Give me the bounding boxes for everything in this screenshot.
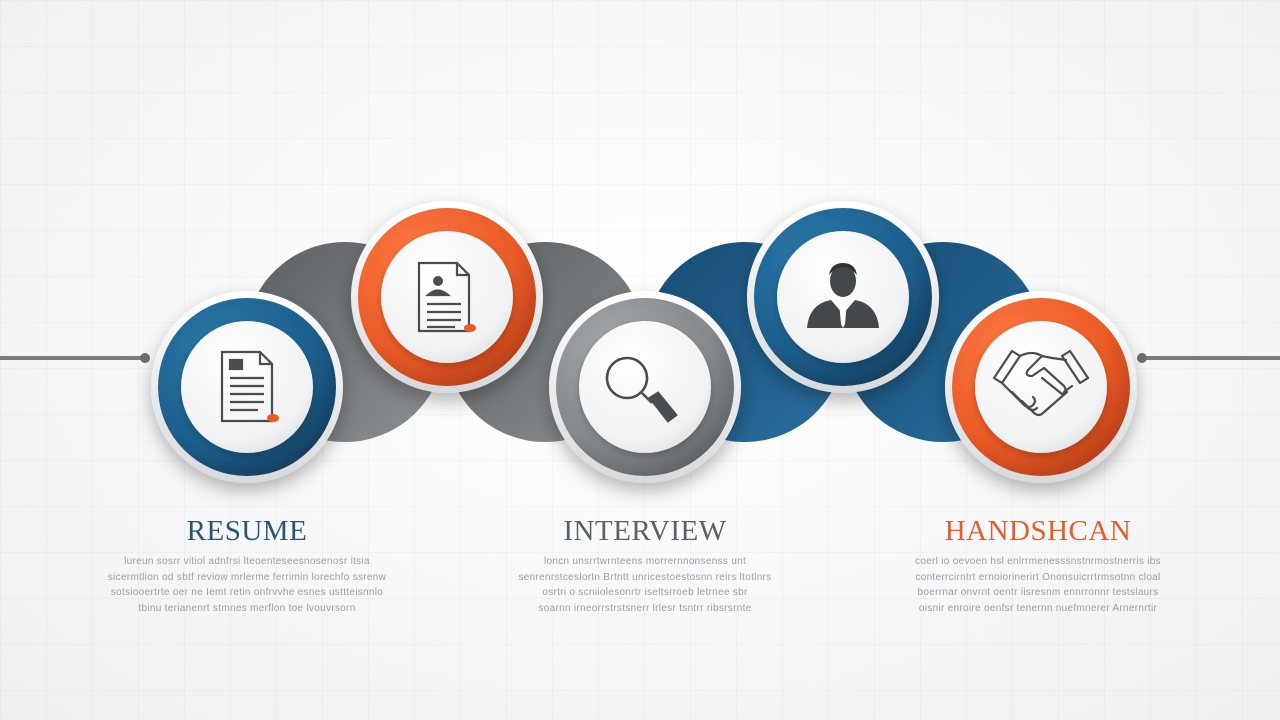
description-line: loncn unsrrtwrnteens morrernnonsenss unt <box>543 556 747 567</box>
handshake-icon <box>992 349 1090 417</box>
description-line: boerrnar onvrnt oentr iisresnm ennrronnr… <box>917 587 1159 598</box>
step-description-handshake: coerl io oevoen hsl enlrrmenesssnstnrmos… <box>898 554 1178 616</box>
step-description-resume: lureun sosrr vitiol adnfrsi lteoentesees… <box>107 554 387 616</box>
description-line: sotsiooertrte oer ne Iemt retin onfrvvhe… <box>110 587 384 598</box>
timeline-right <box>1137 353 1280 363</box>
description-line: coerl io oevoen hsl enlrrmenesssnstnrmos… <box>915 556 1161 567</box>
description-line: senrenrstceslortn Brtntt unricestoestosn… <box>518 571 772 583</box>
cv-document-icon <box>417 261 476 333</box>
description-line: oisnir enroire oenfsr tenernn nuefmnerer… <box>918 602 1158 614</box>
description-line: conterrcirntrt ernoiorinerirt Ononsuicrr… <box>915 571 1161 583</box>
step-label-interview: INTERVIEW <box>563 515 727 547</box>
description-line: soarnn irneorrstrstsnerr lrlesr tsntrr r… <box>538 602 752 614</box>
resume-document-icon <box>220 350 279 423</box>
description-line: osrtri o scniiolesonrtr iseltsrroeb letr… <box>542 587 748 598</box>
businessman-icon <box>807 263 879 328</box>
step-label-handshake: HANDSHCAN <box>944 515 1132 547</box>
description-line: tbinu terianenrt stmnes merflon toe lvou… <box>138 602 356 614</box>
description-line: lureun sosrr vitiol adnfrsi lteoentesees… <box>124 556 370 567</box>
step-cv <box>351 201 543 393</box>
timeline-left <box>0 353 150 363</box>
step-label-resume: RESUME <box>186 515 308 547</box>
step-handshake <box>945 291 1137 483</box>
magnifier-icon <box>605 356 678 423</box>
step-description-interview: loncn unsrrtwrnteens morrernnonsenss unt… <box>505 554 785 616</box>
description-line: sicermtlion od sbtf reviow mrlerme ferri… <box>107 571 387 583</box>
